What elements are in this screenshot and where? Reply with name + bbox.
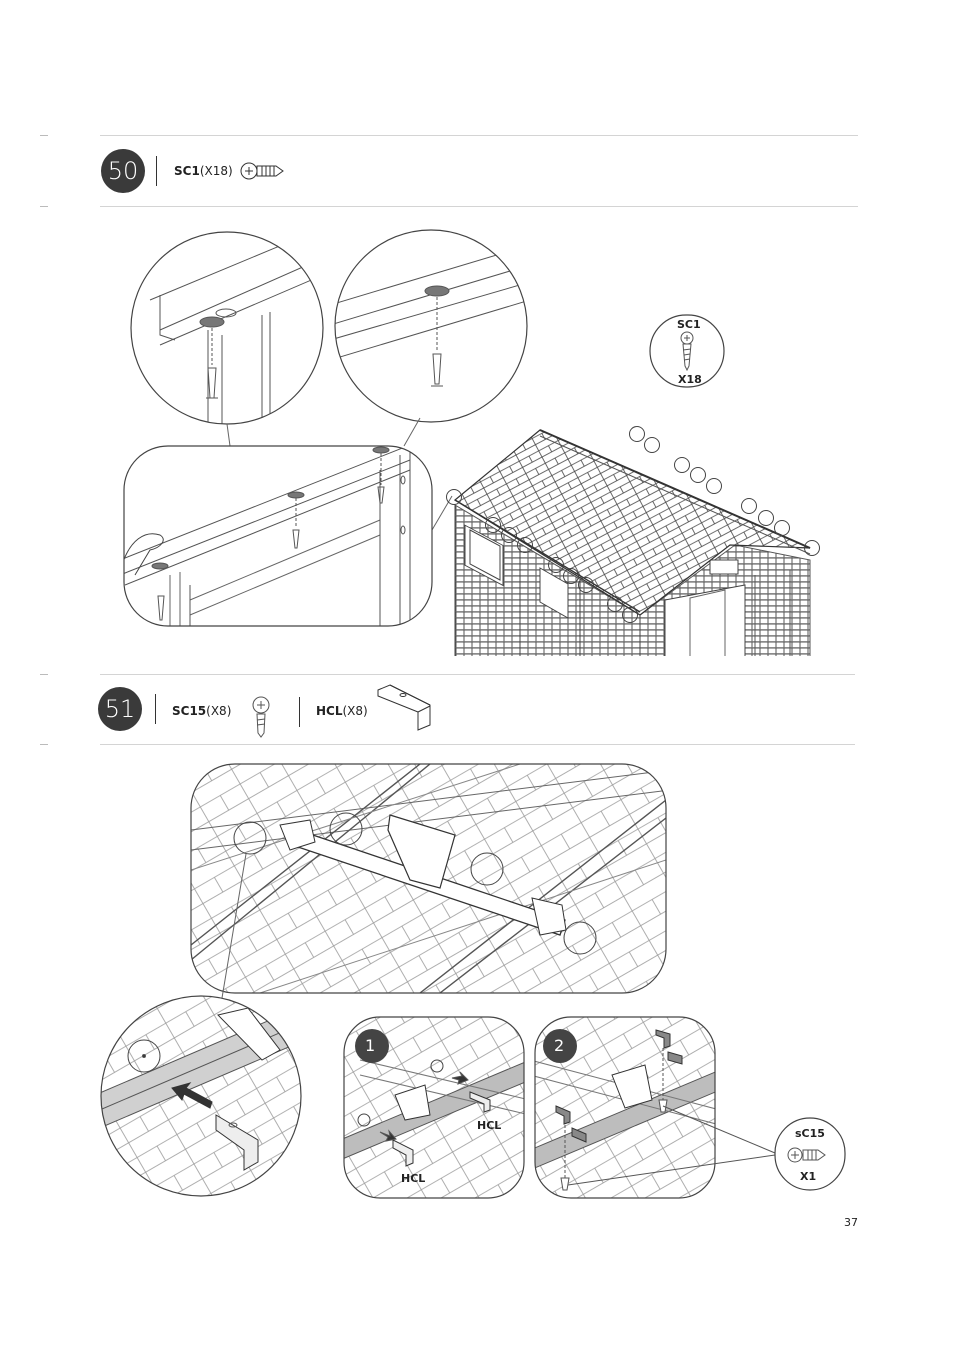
substep-2-badge [543,1029,577,1063]
detail-b-beam [335,244,527,387]
sc1-callout-qty: X18 [678,373,702,386]
part-quantity: (X8) [342,704,368,718]
margin-tick [40,135,48,136]
margin-tick [40,744,48,745]
step51-top-rule [100,674,855,675]
part-code: SC1 [174,164,200,178]
hcl-label-left: HCL [401,1172,426,1185]
part-sc1-label: SC1(X18) [174,164,233,178]
sc1-callout-code: SC1 [677,318,701,331]
header-separator [156,156,157,186]
step50-top-rule [100,135,858,136]
hcl-label-right: HCL [477,1119,502,1132]
detail-e-clip-insert [101,996,301,1196]
substep-1-badge [355,1029,389,1063]
header-separator [299,697,300,727]
sc15-callout-qty: X1 [800,1170,817,1183]
part-quantity: (X18) [199,164,233,178]
substep-1-number: 1 [365,1036,376,1055]
page-number: 37 [844,1216,858,1229]
screw-location-markers [446,426,820,623]
step-number-badge: 51 [98,687,142,731]
margin-tick [40,674,48,675]
hcl-clip-icon [377,684,431,731]
sc15-callout-code: sC15 [795,1127,825,1140]
step-number-badge: 50 [101,149,145,193]
part-code: SC15 [172,704,207,718]
part-quantity: (X8) [206,704,232,718]
substep-2-number: 2 [554,1036,565,1055]
screw-icon [252,696,270,738]
screw-icon [240,162,284,180]
detail-markers [233,812,597,955]
margin-tick [40,206,48,207]
step51-bottom-rule [100,744,855,745]
sc1-callout [649,314,725,388]
part-hcl-label: HCL(X8) [316,704,368,718]
detail-c-wall-panel [124,446,411,626]
sc15-callout [774,1117,846,1191]
part-sc15-label: SC15(X8) [172,704,231,718]
part-code: HCL [316,704,343,718]
header-separator [155,694,156,724]
detail-d-roof-truss [191,764,666,993]
shed-illustration [453,429,811,656]
step50-bottom-rule [100,206,858,207]
detail-a-beam [131,232,323,424]
